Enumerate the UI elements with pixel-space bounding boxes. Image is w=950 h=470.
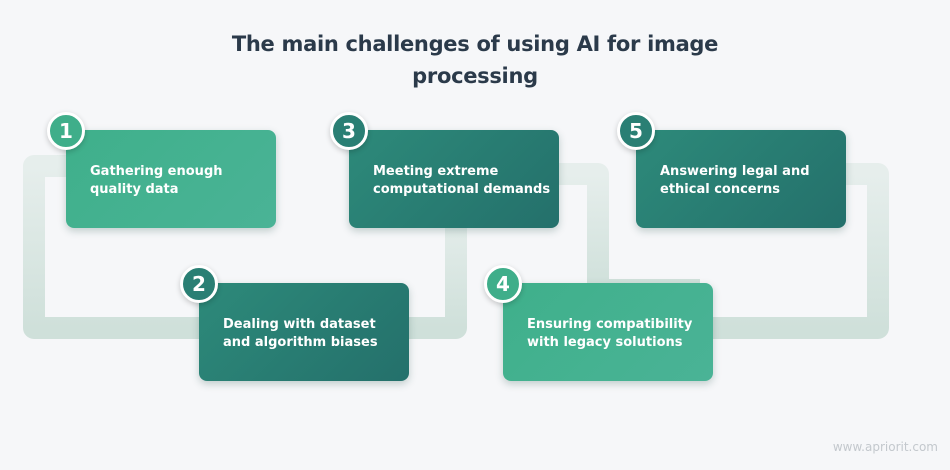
connector-4-5 (705, 163, 889, 339)
step-3-number-badge: 3 (330, 112, 368, 150)
step-card-3: Meeting extreme computational demands (349, 130, 559, 228)
step-1-label: Gathering enough quality data (90, 164, 223, 197)
title-line-2: processing (412, 64, 538, 88)
step-4-label: Ensuring compatibility with legacy solut… (527, 317, 693, 350)
step-3-label: Meeting extreme computational demands (373, 164, 551, 197)
connector-1-2 (23, 155, 210, 339)
step-5-number-badge: 5 (617, 112, 655, 150)
step-card-1: Gathering enough quality data (66, 130, 276, 228)
footer-url: www.apriorit.com (832, 440, 938, 454)
step-card-4: Ensuring compatibility with legacy solut… (503, 283, 713, 381)
step-card-2: Dealing with dataset and algorithm biase… (199, 283, 409, 381)
title-line-1: The main challenges of using AI for imag… (231, 32, 719, 56)
page-title: The main challenges of using AI for imag… (0, 28, 950, 92)
step-card-5: Answering legal and ethical concerns (636, 130, 846, 228)
step-4-number-badge: 4 (484, 265, 522, 303)
step-1-number-badge: 1 (47, 112, 85, 150)
step-5-label: Answering legal and ethical concerns (660, 164, 810, 197)
step-2-label: Dealing with dataset and algorithm biase… (223, 317, 378, 350)
step-2-number-badge: 2 (180, 265, 218, 303)
